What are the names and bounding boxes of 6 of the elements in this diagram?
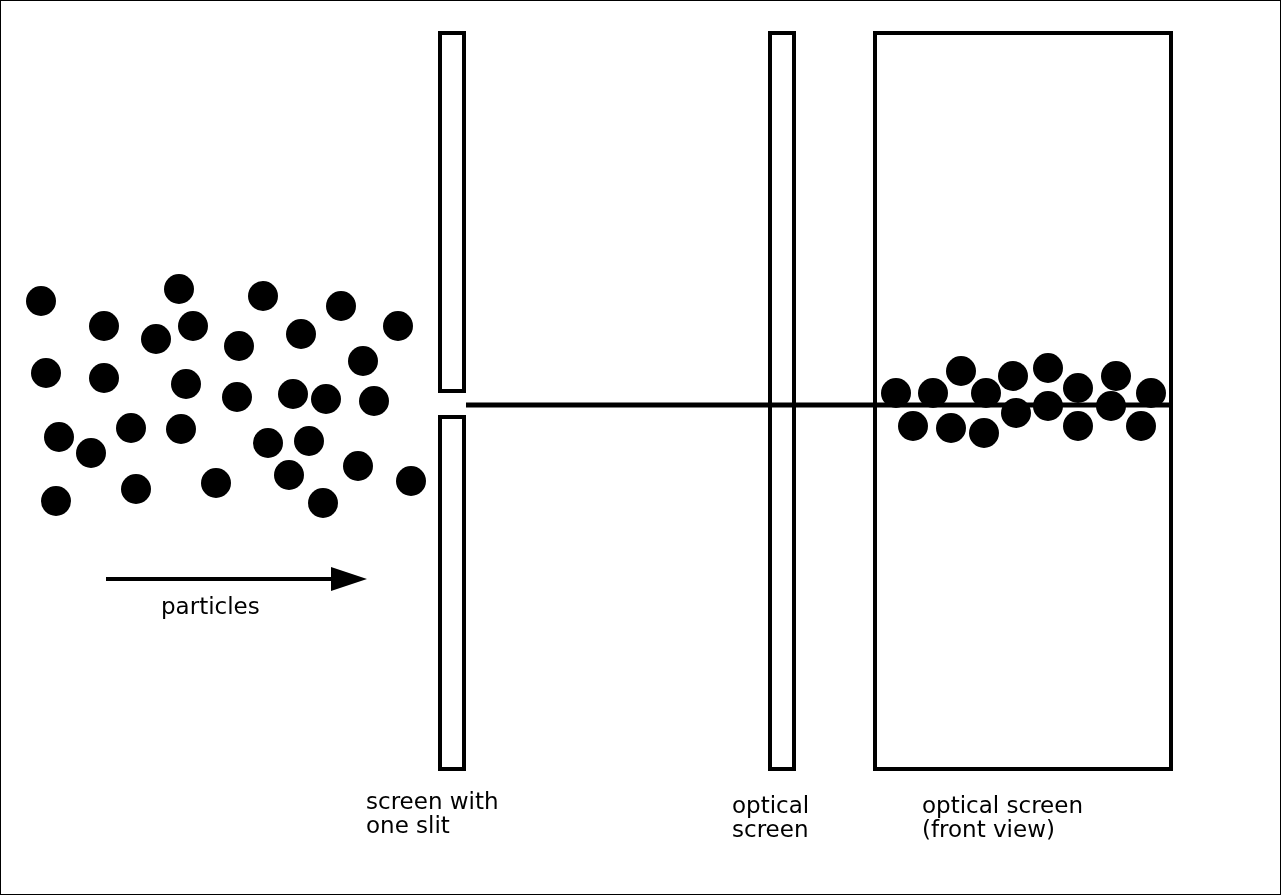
screen-caption: optical screen [732, 793, 811, 842]
arrow-label: particles [161, 593, 260, 619]
beam-line [796, 402, 1171, 408]
screen-caption: screen with one slit [366, 789, 500, 838]
beam-line [466, 402, 768, 408]
screen-caption: optical screen (front view) [922, 793, 1084, 842]
